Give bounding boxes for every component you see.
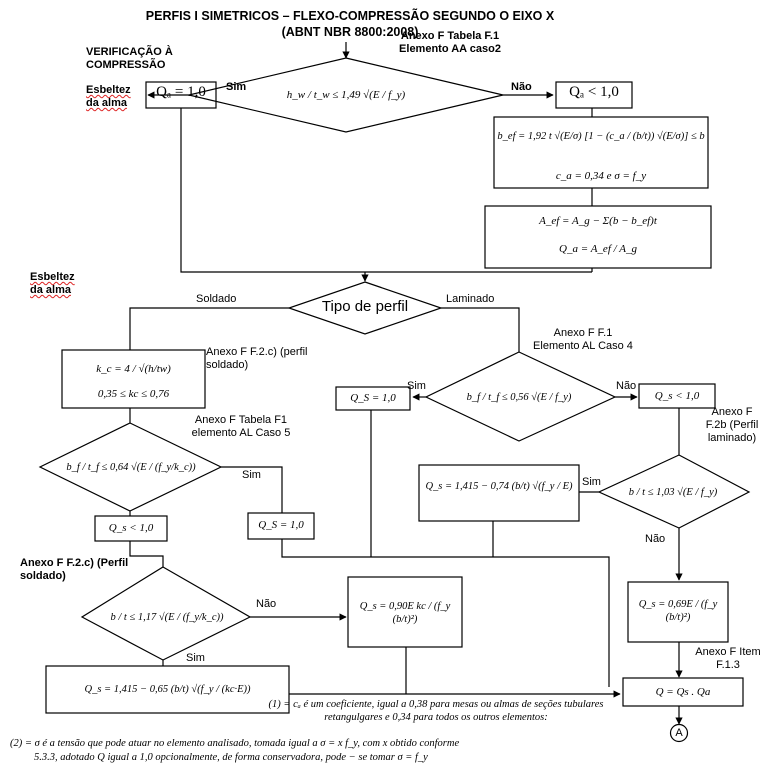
edge-sim-5: Sim <box>186 652 205 664</box>
qs-090-formula-text: Q_s = 0,90E kc / (f_y (b/t)²) <box>359 601 451 625</box>
q-final-text: Q = Qs . Qa <box>655 686 711 698</box>
connector-circle <box>669 723 689 743</box>
annex-f-f2c-bold-label: Anexo F F.2.c) (Perfil soldado) <box>20 557 129 582</box>
compression-check-label: VERIFICAÇÃO À COMPRESSÃO <box>86 46 173 71</box>
edge-sim-3: Sim <box>242 469 261 481</box>
web-slenderness-label-top: Esbeltez da alma <box>86 84 131 109</box>
kc-range-text: 0,35 ≤ kc ≤ 0,76 <box>97 388 170 400</box>
edge-soldado: Soldado <box>196 293 237 305</box>
qs-069-formula-text: Q_s = 0,69E / (f_y (b/t)²) <box>638 599 718 623</box>
diamond-web-slenderness-text: h_w / t_w ≤ 1,49 √(E / f_y) <box>286 89 406 101</box>
qs-074-formula-text: Q_s = 1,415 − 0,74 (b/t) √(f_y / E) <box>425 481 573 492</box>
qs-one-rolled-text: Q_S = 1,0 <box>350 392 396 404</box>
edge-sim-4: Sim <box>582 476 601 488</box>
aef-box <box>484 205 712 269</box>
diagram-title: PERFIS I SIMETRICOS – FLEXO-COMPRESSÃO S… <box>145 9 555 39</box>
edge-nao-4: Não <box>645 533 666 545</box>
q-final-box <box>622 677 744 707</box>
profile-type-text: Tipo de perfil <box>321 298 409 315</box>
note-2-line-1: (2) = σ é a tensão que pode atuar no ele… <box>10 738 460 749</box>
qs-less-rolled-text: Q_s < 1,0 <box>654 390 700 402</box>
qs-069-box <box>627 581 729 643</box>
annex-f-f2c-label: Anexo F F.2.c) (perfil soldado) <box>206 346 308 371</box>
annex-f-item-label: Anexo F Item F.1.3 <box>695 646 761 671</box>
aef-formula-text: A_ef = A_g − Σ(b − b_ef)t <box>539 215 657 227</box>
edge-sim-1: Sim <box>226 81 247 93</box>
diamond-profile-type <box>287 281 443 335</box>
qa-one-text: Qₐ = 1,0 <box>156 84 206 100</box>
note-2-line-2: 5.3.3, adotado Q igual a 1,0 opcionalmen… <box>34 752 428 763</box>
qs-less-welded-box <box>94 515 168 542</box>
web-slenderness-label-mid: Esbeltez da alma <box>30 271 75 296</box>
qs-one-welded-text: Q_S = 1,0 <box>258 519 304 531</box>
qs-065-box <box>45 665 290 714</box>
qs-065-formula-text: Q_s = 1,415 − 0,65 (b/t) √(f_y / (kc·E)) <box>84 684 251 695</box>
diamond-rolled-bt-text: b / t ≤ 1,03 √(E / f_y) <box>628 487 718 498</box>
qs-less-welded-text: Q_s < 1,0 <box>108 522 154 534</box>
annex-f-aa-label: Anexo F Tabela F.1 Elemento AA caso2 <box>399 30 501 55</box>
bef-formula-text: b_ef = 1,92 t √(E/σ) [1 − (c_a / (b/t)) … <box>497 131 705 142</box>
bef-coefficients-text: c_a = 0,34 e σ = f_y <box>555 170 647 182</box>
edge-sim-2: Sim <box>407 380 426 392</box>
edge-laminado: Laminado <box>446 293 495 305</box>
annex-f-f2b-label: Anexo F F.2b (Perfil laminado) <box>705 406 759 444</box>
connector-label: A <box>675 727 683 739</box>
note-1: (1) = cₐ é um coeficiente, igual a 0,38 … <box>268 699 604 723</box>
diamond-welded-flange-text: b_f / t_f ≤ 0,64 √(E / (f_y/k_c)) <box>66 462 196 473</box>
annex-f-al4-label: Anexo F F.1 Elemento AL Caso 4 <box>533 327 633 352</box>
kc-formula-text: k_c = 4 / √(h/tw) <box>96 363 171 375</box>
diamond-welded-bt-text: b / t ≤ 1,17 √(E / (f_y/k_c)) <box>110 612 224 623</box>
annex-f-al5-label: Anexo F Tabela F1 elemento AL Caso 5 <box>191 414 291 439</box>
qa-less-box <box>555 81 633 109</box>
qa-ratio-text: Q_a = A_ef / A_g <box>559 243 637 255</box>
qa-less-text: Qₐ < 1,0 <box>569 84 619 100</box>
edge-nao-2: Não <box>616 380 637 392</box>
qs-074-box <box>418 464 580 522</box>
edge-nao-5: Não <box>256 598 277 610</box>
diamond-web-slenderness <box>188 57 504 133</box>
diamond-rolled-flange-text: b_f / t_f ≤ 0,56 √(E / f_y) <box>466 392 572 403</box>
edge-nao-1: Não <box>511 81 532 93</box>
diamond-rolled-flange <box>424 351 617 442</box>
qs-090-box <box>347 576 463 648</box>
qs-one-welded-box <box>247 512 315 540</box>
qs-one-rolled-box <box>335 386 411 411</box>
bef-box <box>493 116 709 189</box>
kc-box <box>61 349 206 409</box>
qs-less-rolled-box <box>638 383 716 409</box>
